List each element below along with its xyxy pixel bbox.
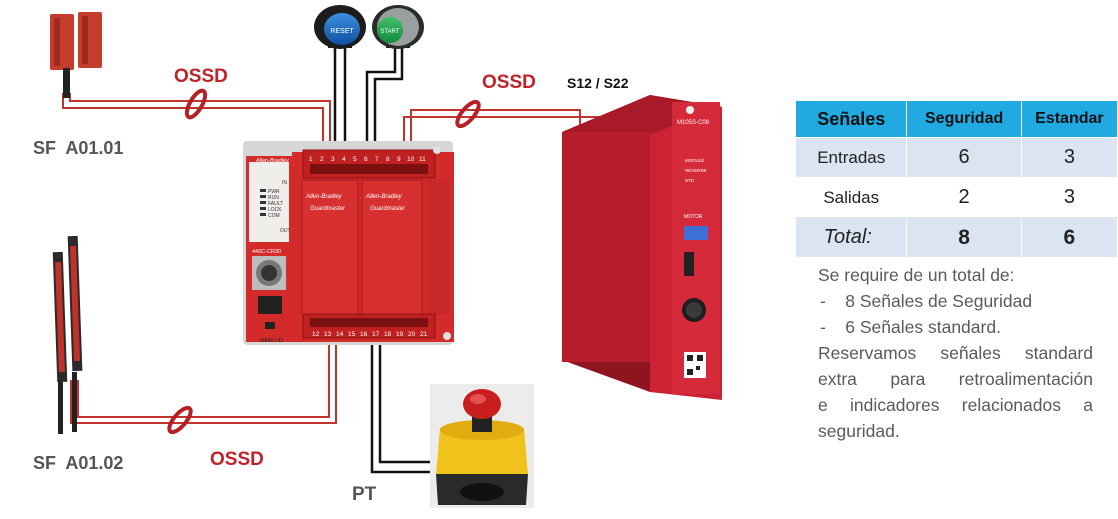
motor-drive: M105S-C09 MODULE REVERSE STO MOTOR bbox=[562, 95, 722, 400]
estop-housing bbox=[436, 428, 528, 474]
drive-status-sto: STO bbox=[685, 178, 695, 183]
module2-product: Guardmaster bbox=[370, 206, 406, 212]
top-terminals bbox=[310, 164, 428, 174]
row-label: Salidas bbox=[794, 177, 908, 218]
notes-intro: Se require de un total de: bbox=[818, 265, 1015, 285]
mem-id-slot bbox=[265, 322, 275, 329]
drive-status-reverse: REVERSE bbox=[685, 168, 707, 173]
drive-model: M105S-C09 bbox=[677, 120, 710, 126]
light-curtain bbox=[52, 235, 83, 434]
reset-button: RESET bbox=[314, 5, 366, 49]
row-seguridad: 2 bbox=[906, 177, 1022, 218]
notes-bullet-2: - 6 Señales standard. bbox=[820, 317, 1001, 337]
status-panel bbox=[249, 162, 289, 242]
led-label-fault: FAULT bbox=[268, 201, 283, 207]
out-label: OUT bbox=[280, 228, 291, 234]
interlock-switch bbox=[50, 12, 102, 98]
signals-table: Señales Seguridad Estandar Entradas 6 3 … bbox=[794, 100, 1118, 258]
usb-port bbox=[258, 296, 282, 314]
table-row-entradas: Entradas 6 3 bbox=[794, 137, 1118, 178]
svg-text:1 2 3 4: 1 2 3 4 5 6 7 8 9 10 11 bbox=[309, 156, 426, 163]
ossd-marker-bottom bbox=[167, 405, 193, 435]
interlock-switch-body-b bbox=[78, 12, 102, 68]
notes-line-3: e indicadores relacionados a bbox=[818, 395, 1093, 415]
controller-brand: Allen-Bradley bbox=[255, 158, 290, 164]
total-estandar: 6 bbox=[1020, 217, 1118, 258]
start-button: START bbox=[372, 5, 424, 49]
pt-label: PT bbox=[352, 484, 377, 505]
emergency-stop bbox=[430, 384, 534, 508]
s12-s22-label: S12 / S22 bbox=[567, 75, 629, 91]
sensor-label-bottom: SF A01.02 bbox=[33, 453, 123, 473]
drive-switch bbox=[684, 252, 694, 276]
notes-text: Se require de un total de: - 8 Señales d… bbox=[818, 262, 1093, 444]
row-seguridad: 6 bbox=[906, 137, 1022, 178]
interlock-switch-body-a bbox=[50, 14, 74, 70]
row-estandar: 3 bbox=[1020, 137, 1118, 178]
row-label: Entradas bbox=[794, 137, 908, 178]
module1-product: Guardmaster bbox=[310, 206, 346, 212]
estop-mushroom-head bbox=[463, 389, 501, 419]
mem-id-label: MEM / ID bbox=[260, 338, 283, 344]
module2-brand: Allen-Bradley bbox=[365, 194, 403, 200]
interlock-cable bbox=[63, 68, 70, 98]
module1-brand: Allen-Bradley bbox=[305, 194, 343, 200]
header-senales: Señales bbox=[794, 100, 908, 138]
notes-line-2: extra para retroalimentación bbox=[818, 369, 1093, 389]
row-estandar: 3 bbox=[1020, 177, 1118, 218]
signals-table-wrap: Señales Seguridad Estandar Entradas 6 3 … bbox=[794, 100, 1118, 258]
led-label-lock: LOCK bbox=[268, 207, 282, 213]
ossd-label-top-right: OSSD bbox=[482, 72, 536, 93]
table-row-total: Total: 8 6 bbox=[794, 217, 1118, 258]
ossd-markers bbox=[167, 88, 481, 435]
total-seguridad: 8 bbox=[906, 217, 1022, 258]
notes-line-4: seguridad. bbox=[818, 421, 900, 441]
safety-controller: 1 2 3 4 5 6 7 8 9 10 11 PWR RUN FAULT LO… bbox=[243, 141, 454, 345]
led-label-run: RUN bbox=[268, 195, 279, 201]
ossd-label-bottom: OSSD bbox=[210, 449, 264, 470]
drive-motor-label: MOTOR bbox=[684, 214, 703, 220]
plugin-module-1 bbox=[301, 179, 359, 315]
in-label: IN bbox=[282, 180, 287, 186]
plugin-module-2 bbox=[361, 179, 423, 315]
wiring-diagram: OSSD OSSD OSSD SF A01.01 SF A01.02 S12 /… bbox=[33, 5, 722, 508]
black-wires bbox=[333, 45, 440, 474]
ossd-marker-top-left bbox=[184, 88, 208, 120]
controller-model: 440C-CR30 bbox=[252, 249, 281, 255]
signals-table-header: Señales Seguridad Estandar bbox=[794, 100, 1118, 138]
table-row-salidas: Salidas 2 3 bbox=[794, 177, 1118, 218]
total-label: Total: bbox=[794, 217, 908, 258]
svg-text:12 13 14 15: 12 13 14 15 16 17 18 19 20 21 bbox=[312, 331, 428, 338]
ossd-label-top-left: OSSD bbox=[174, 66, 228, 87]
drive-reset-key bbox=[684, 226, 708, 240]
notes-line-1: Reservamos señales standard bbox=[818, 343, 1093, 363]
led-label-com: COM bbox=[268, 213, 280, 219]
start-button-label: START bbox=[380, 29, 399, 35]
status-leds bbox=[260, 189, 266, 216]
header-estandar: Estandar bbox=[1020, 100, 1118, 138]
notes-bullet-1: - 8 Señales de Seguridad bbox=[820, 291, 1033, 311]
drive-status-module: MODULE bbox=[685, 158, 704, 163]
reset-button-label: RESET bbox=[330, 28, 354, 35]
ossd-marker-top-right bbox=[455, 99, 481, 129]
header-seguridad: Seguridad bbox=[906, 100, 1022, 138]
sensor-label-top: SF A01.01 bbox=[33, 138, 123, 158]
led-label-pwr: PWR bbox=[268, 189, 280, 195]
ab-logo-icon bbox=[686, 106, 694, 114]
